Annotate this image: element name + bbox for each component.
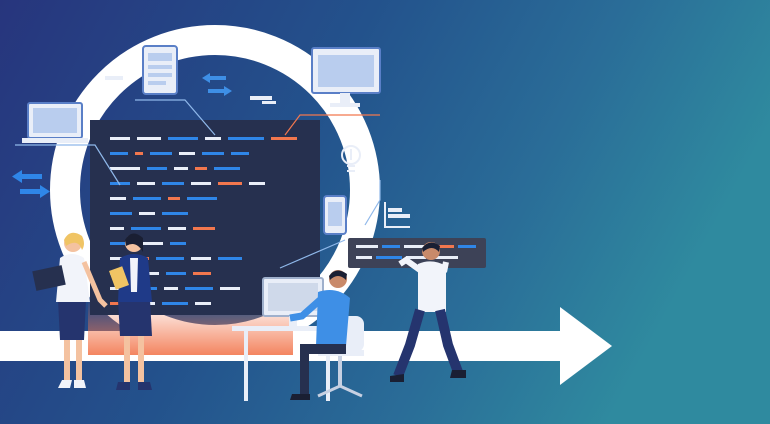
code-line-segment <box>110 137 130 140</box>
woman-with-tablet <box>109 233 152 390</box>
code-line-segment <box>220 287 240 290</box>
code-line-segment <box>110 197 126 200</box>
floating-code-board <box>348 238 486 268</box>
code-line-segment <box>214 167 240 170</box>
laptop-icon <box>22 102 88 143</box>
code-line-segment <box>162 212 188 215</box>
swap-arrows-icon <box>202 73 232 96</box>
code-line-segment <box>150 152 172 155</box>
code-line-segment <box>170 242 186 245</box>
dash-accents <box>105 76 276 104</box>
man-at-desk <box>289 270 350 400</box>
tablet-icon <box>142 45 178 95</box>
code-line-segment <box>166 272 186 275</box>
code-line-segment <box>202 152 224 155</box>
code-line-segment <box>195 302 211 305</box>
man-carrying-code-board <box>390 242 466 382</box>
code-line-segment <box>179 152 195 155</box>
code-line-segment <box>218 257 242 260</box>
code-line-segment <box>156 257 184 260</box>
code-line-segment <box>110 212 132 215</box>
code-line-segment <box>133 197 161 200</box>
code-line-segment <box>168 137 198 140</box>
chart-bars-icon <box>384 202 410 228</box>
code-line-segment <box>249 182 265 185</box>
code-line-segment <box>164 287 178 290</box>
lightbulb-icon <box>341 145 361 172</box>
code-line-segment <box>143 272 159 275</box>
code-line-segment <box>110 182 130 185</box>
code-line-segment <box>162 302 188 305</box>
woman-with-laptop <box>32 232 108 388</box>
code-line-segment <box>191 182 211 185</box>
code-line-segment <box>110 227 124 230</box>
code-line-segment <box>137 182 155 185</box>
code-line-segment <box>110 242 130 245</box>
code-line-segment <box>187 197 217 200</box>
code-line-segment <box>162 182 184 185</box>
code-line-segment <box>137 242 163 245</box>
code-line-segment <box>137 137 161 140</box>
code-line-segment <box>228 137 264 140</box>
connector-lines <box>15 99 381 269</box>
monitor-icon <box>311 47 381 107</box>
code-line-segment <box>191 257 211 260</box>
code-line-segment <box>110 257 128 260</box>
code-line-segment <box>205 137 221 140</box>
code-line-segment <box>271 137 297 140</box>
code-line-segment <box>131 227 161 230</box>
code-line-segment <box>168 227 186 230</box>
phone-icon <box>323 195 347 235</box>
code-line-segment <box>168 197 180 200</box>
code-line-segment <box>139 212 155 215</box>
code-line-segment <box>147 167 167 170</box>
code-line-segment <box>110 167 140 170</box>
code-line-segment <box>174 167 188 170</box>
code-line-segment <box>135 152 143 155</box>
code-line-segment <box>193 272 211 275</box>
code-line-segment <box>231 152 249 155</box>
desk <box>232 326 342 401</box>
code-line-segment <box>218 182 242 185</box>
swap-arrows-icon <box>12 170 50 198</box>
code-line-segment <box>110 152 128 155</box>
code-line-segment <box>193 227 215 230</box>
code-line-segment <box>195 167 207 170</box>
code-line-segment <box>185 287 213 290</box>
